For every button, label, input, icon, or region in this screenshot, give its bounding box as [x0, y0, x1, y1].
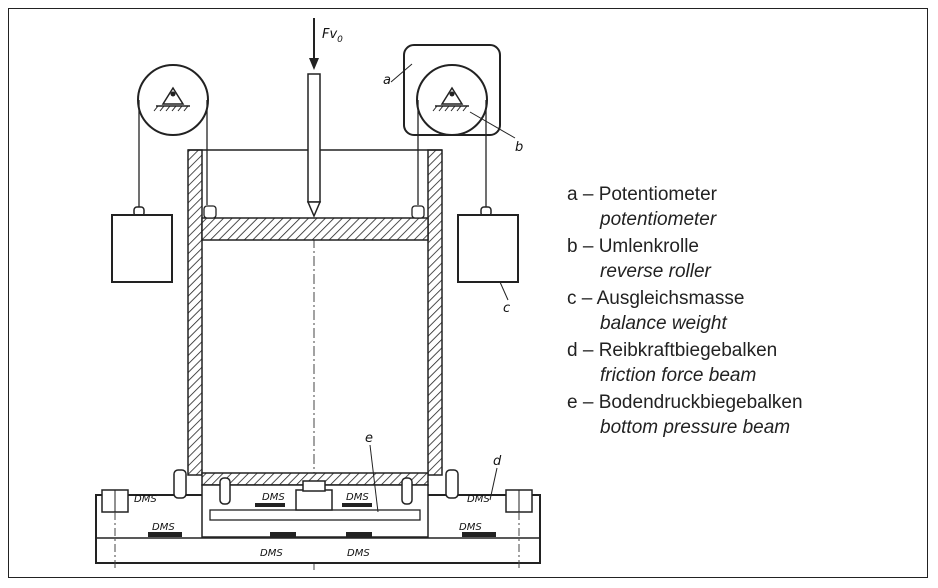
legend-term: e – Bodendruckbiegebalken: [567, 392, 803, 413]
legend-term: d – Reibkraftbiegebalken: [567, 340, 778, 361]
callout-c: c: [503, 301, 510, 316]
callout-b: b: [515, 140, 523, 155]
left-wall: [187, 149, 203, 476]
dms-label: DMS: [134, 494, 157, 505]
legend-term: a – Potentiometer: [567, 184, 717, 205]
legend-term: c – Ausgleichsmasse: [567, 288, 745, 309]
callout-d: d: [493, 454, 502, 469]
right-pulley: [403, 44, 501, 208]
left-pulley: [137, 64, 209, 208]
legend-item-d: d – Reibkraftbiegebalken friction force …: [567, 338, 907, 388]
dms-label: DMS: [459, 522, 482, 533]
legend-translation: balance weight: [600, 313, 727, 334]
legend-item-b: b – Umlenkrolle reverse roller: [567, 234, 907, 284]
legend: a – Potentiometer potentiometer b – Umle…: [567, 182, 907, 442]
dms-label: DMS: [346, 492, 369, 503]
dms-label: DMS: [467, 494, 490, 505]
callout-e: e: [365, 431, 373, 446]
loading-rod: [306, 18, 322, 218]
balance-weight-left: [111, 206, 173, 283]
legend-translation: reverse roller: [600, 261, 711, 282]
legend-item-c: c – Ausgleichsmasse balance weight: [567, 286, 907, 336]
balance-weight-right: [457, 206, 519, 283]
legend-item-a: a – Potentiometer potentiometer: [567, 182, 907, 232]
dms-label: DMS: [152, 522, 175, 533]
legend-translation: friction force beam: [600, 365, 757, 386]
top-plate: [201, 217, 429, 241]
legend-translation: potentiometer: [600, 209, 717, 230]
dms-label: DMS: [262, 492, 285, 503]
legend-translation: bottom pressure beam: [600, 417, 791, 438]
legend-item-e: e – Bodendruckbiegebalken bottom pressur…: [567, 390, 907, 440]
legend-term: b – Umlenkrolle: [567, 236, 699, 257]
figure-frame: [8, 8, 928, 578]
dms-label: DMS: [347, 548, 370, 559]
dms-label: DMS: [260, 548, 283, 559]
base: [95, 469, 541, 570]
callout-a: a: [383, 73, 391, 88]
right-wall: [427, 149, 443, 476]
force-label: Fv0: [322, 27, 343, 45]
